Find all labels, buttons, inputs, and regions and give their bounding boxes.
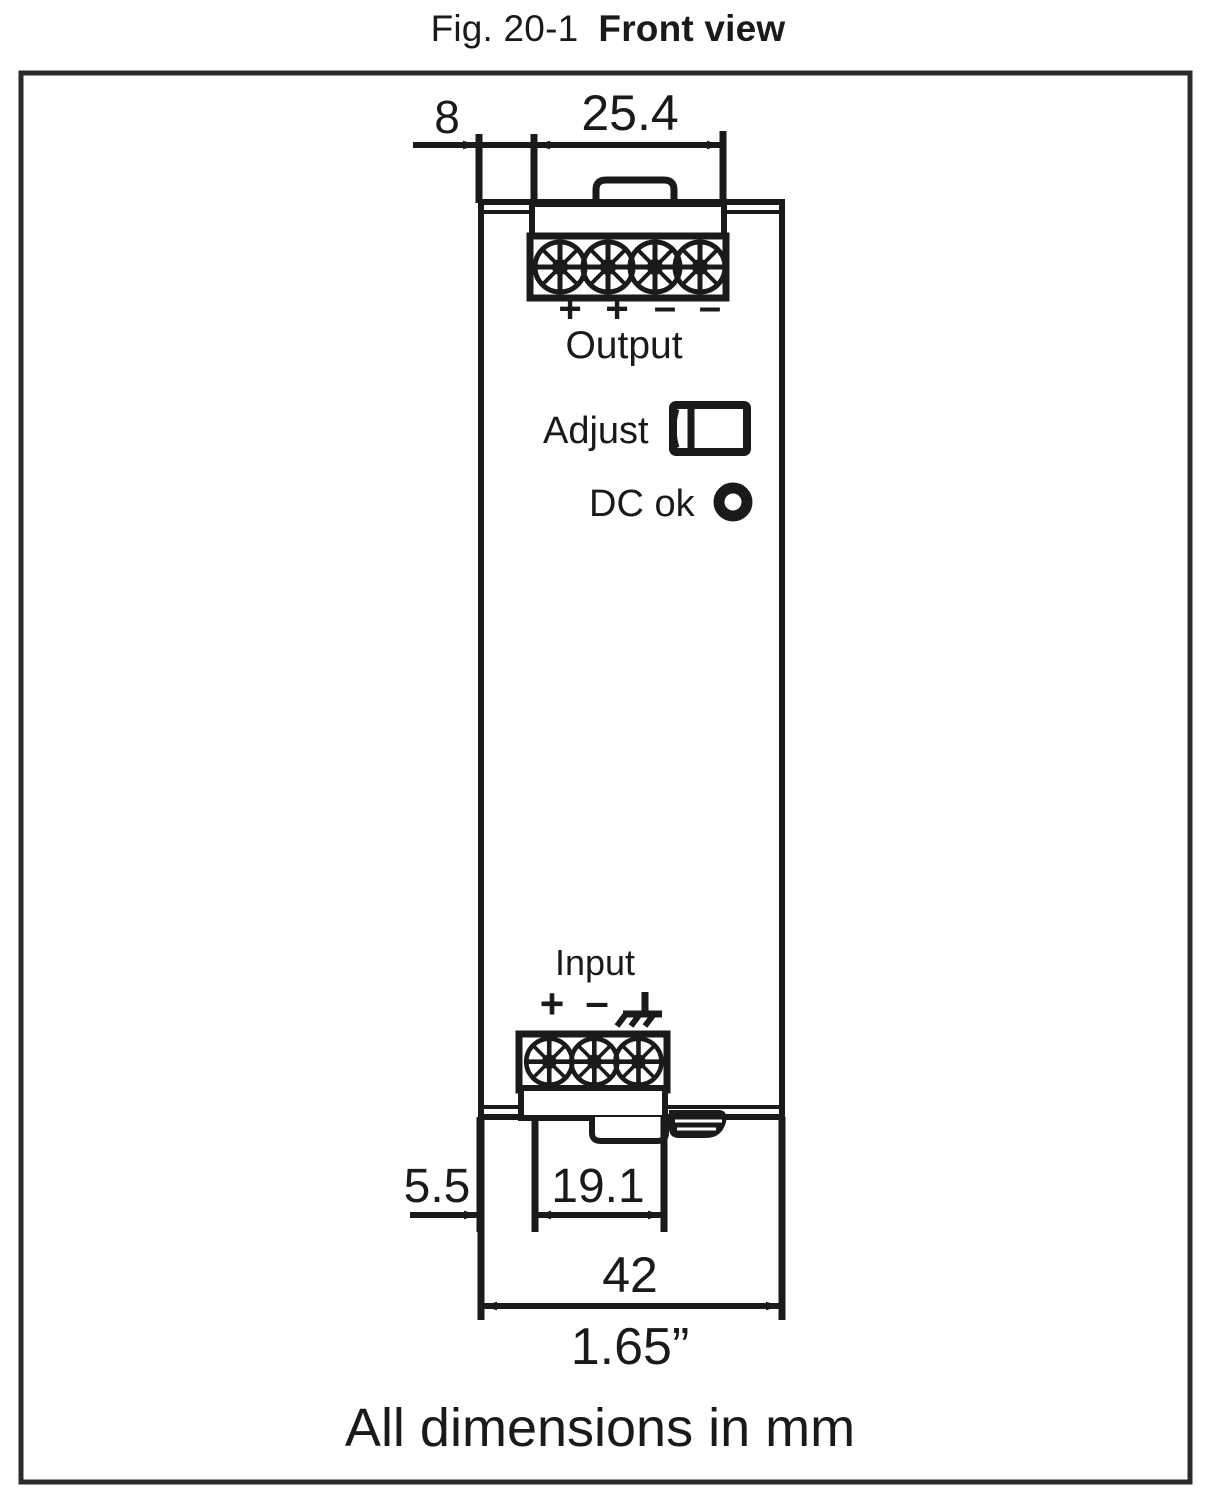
din-rail-clip-icon	[669, 1110, 727, 1138]
output-screw-1[interactable]	[535, 242, 585, 292]
earth-ground-symbol-icon	[614, 992, 662, 1028]
output-screw-2[interactable]	[583, 242, 633, 292]
led-indicator-icon	[713, 482, 753, 522]
input-label: Input	[555, 942, 635, 983]
bottom-mounting-tab	[589, 1117, 669, 1144]
output-polarity-markings: + + – –	[558, 285, 721, 331]
input-screw-3[interactable]	[615, 1039, 661, 1085]
dimension-label-42: 42	[602, 1247, 658, 1303]
dimension-group-overall-width: 42 1.65”	[477, 1117, 786, 1376]
dimension-label-5-5: 5.5	[404, 1160, 471, 1213]
dimension-label-19-1: 19.1	[551, 1160, 644, 1213]
input-connector-collar	[518, 1085, 668, 1121]
device-outline	[478, 199, 785, 1120]
output-connector-collar	[529, 201, 727, 241]
figure-caption: Fig. 20-1 Front view	[0, 8, 1216, 50]
output-polarity-1: +	[558, 287, 581, 331]
figure-footnote: All dimensions in mm	[345, 1398, 855, 1458]
input-screw-2[interactable]	[571, 1039, 617, 1085]
top-handle-tab	[592, 176, 678, 202]
input-screw-1[interactable]	[526, 1039, 572, 1085]
output-polarity-2: +	[605, 287, 628, 331]
input-polarity-plus: +	[540, 980, 565, 1027]
figure-title: Front view	[598, 8, 786, 49]
output-polarity-3: –	[654, 285, 676, 329]
figure-number: Fig. 20-1	[430, 8, 579, 49]
output-terminal-block[interactable]	[526, 201, 730, 302]
dc-ok-label: DC ok	[589, 483, 696, 525]
dimension-group-top: 8 25.4	[413, 85, 727, 203]
figure-border	[18, 70, 1193, 1485]
input-polarity-markings: + –	[540, 978, 662, 1028]
potentiometer-icon[interactable]	[669, 401, 751, 456]
input-polarity-minus: –	[585, 978, 608, 1025]
dimension-label-25-4: 25.4	[581, 85, 678, 141]
adjust-label: Adjust	[543, 410, 649, 452]
output-label: Output	[565, 324, 682, 367]
dimension-label-inches: 1.65”	[571, 1318, 690, 1376]
output-polarity-4: –	[699, 285, 721, 329]
input-terminal-block[interactable]	[515, 1030, 671, 1121]
dimension-label-8: 8	[434, 91, 460, 143]
device-body	[478, 199, 785, 1120]
